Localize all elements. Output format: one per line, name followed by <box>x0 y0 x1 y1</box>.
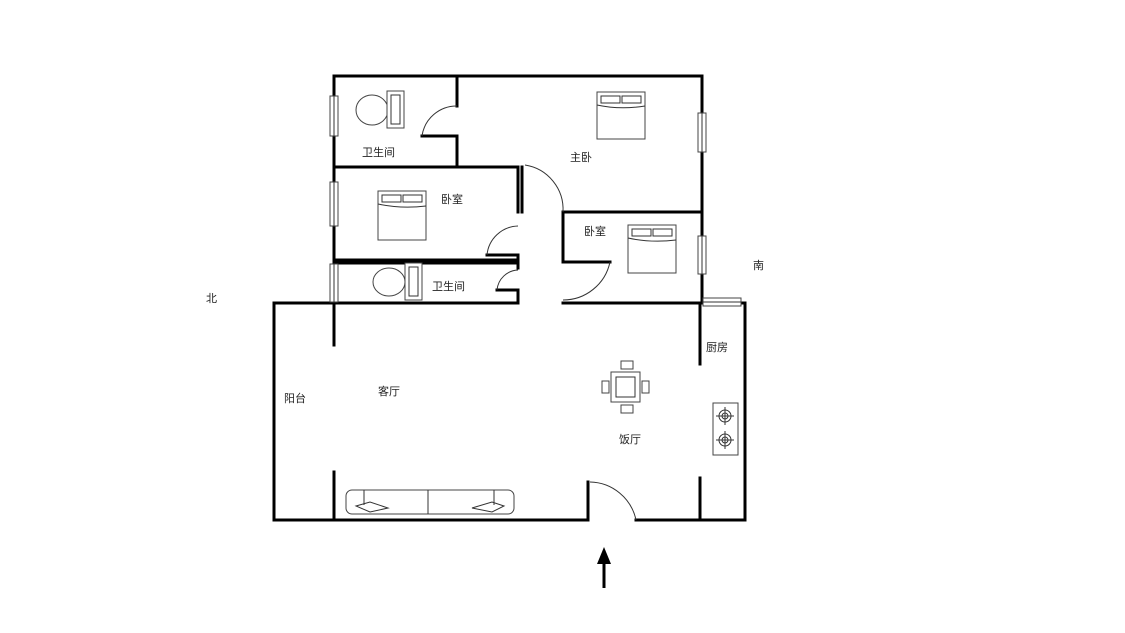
compass-south-label: 南 <box>753 259 764 272</box>
toilet-icon <box>355 90 405 129</box>
room-label-kitchen: 厨房 <box>706 341 728 354</box>
bed-icon <box>627 224 677 274</box>
window-icon <box>329 95 742 307</box>
toilet-icon <box>372 262 423 301</box>
room-label-bedroom: 卧室 <box>584 225 606 238</box>
room-label-bathroom: 卫生间 <box>432 280 465 293</box>
bed-icon <box>377 190 427 241</box>
sofa-icon <box>345 489 515 515</box>
room-label-living-room: 客厅 <box>378 385 400 398</box>
stove-icon <box>712 402 739 456</box>
entrance-arrow-icon <box>597 547 611 588</box>
room-label-balcony: 阳台 <box>284 392 306 405</box>
room-label-master-bedroom: 主卧 <box>570 151 592 164</box>
room-label-dining-room: 饭厅 <box>619 433 641 446</box>
room-label-bedroom: 卧室 <box>441 193 463 206</box>
room-label-bathroom: 卫生间 <box>362 146 395 159</box>
bed-icon <box>596 91 646 140</box>
compass-north-label: 北 <box>206 292 217 305</box>
walls <box>272 74 747 522</box>
door-swing-icon <box>421 105 637 521</box>
dining-table-icon <box>601 360 650 414</box>
